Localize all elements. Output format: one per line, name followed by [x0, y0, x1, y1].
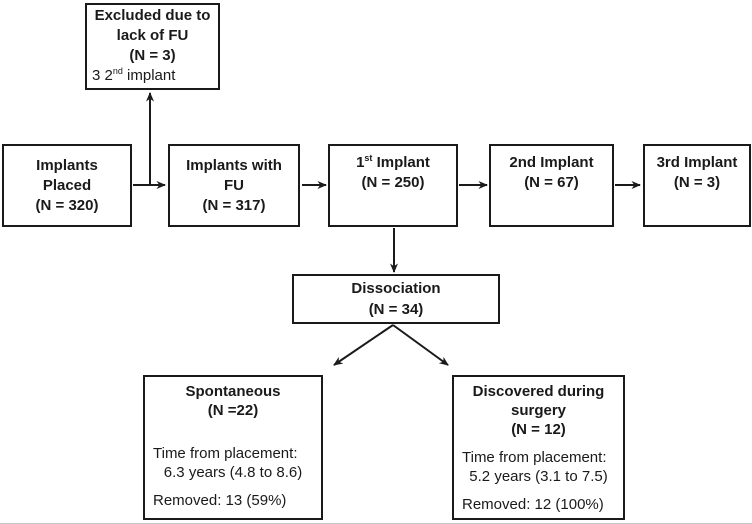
- dissociation-count: (N = 34): [368, 301, 424, 318]
- spontaneous-title: Spontaneous: [185, 383, 281, 400]
- spontaneous-count: (N =22): [207, 402, 259, 419]
- discovered-title-line1: Discovered during: [472, 383, 605, 400]
- spacer: [145, 420, 321, 444]
- second-implant-title: 2nd Implant: [509, 154, 594, 171]
- implants-placed-line1: Implants: [36, 156, 98, 174]
- implants-with-fu-box: Implants with FU (N = 317): [168, 144, 300, 227]
- implants-with-fu-line2: FU: [224, 176, 244, 194]
- discovered-count: (N = 12): [511, 421, 566, 438]
- first-implant-box: 1st Implant (N = 250): [328, 144, 458, 227]
- discovered-time-value: 5.2 years (3.1 to 7.5): [469, 468, 608, 485]
- discovered-box: Discovered during surgery (N = 12) Time …: [452, 375, 625, 520]
- dissociation-box: Dissociation (N = 34): [292, 274, 500, 324]
- excluded-note-suffix: implant: [122, 67, 176, 84]
- second-implant-box: 2nd Implant (N = 67): [489, 144, 614, 227]
- implants-placed-box: Implants Placed (N = 320): [2, 144, 132, 227]
- first-implant-superscript: st: [364, 153, 373, 163]
- implants-with-fu-count: (N = 317): [202, 196, 266, 214]
- spontaneous-time-value: 6.3 years (4.8 to 8.6): [163, 464, 303, 481]
- excluded-note: 3 2nd implant: [87, 66, 218, 86]
- dissociation-title: Dissociation: [351, 280, 441, 297]
- first-implant-number: 1: [356, 154, 365, 171]
- discovered-removed: Removed: 12 (100%): [462, 496, 604, 513]
- first-implant-label: Implant: [372, 154, 430, 171]
- second-implant-count: (N = 67): [524, 174, 579, 191]
- arrow-dissociation-to-spontaneous: [333, 324, 394, 366]
- implants-placed-line2: Placed: [42, 176, 92, 194]
- spacer: [145, 482, 321, 491]
- implants-placed-count: (N = 320): [35, 196, 99, 214]
- arrow-dissociation-to-discovered: [392, 324, 449, 366]
- third-implant-count: (N = 3): [673, 174, 721, 191]
- excluded-count: (N = 3): [129, 47, 176, 64]
- excluded-title-line1: Excluded due to: [94, 7, 211, 24]
- spacer: [454, 486, 623, 495]
- discovered-title-line2: surgery: [510, 402, 567, 419]
- spontaneous-time-label: Time from placement:: [153, 445, 298, 462]
- excluded-note-prefix: 3 2: [92, 67, 113, 84]
- implants-with-fu-line1: Implants with: [186, 156, 282, 174]
- spontaneous-removed: Removed: 13 (59%): [153, 492, 287, 509]
- spacer: [454, 439, 623, 448]
- first-implant-count: (N = 250): [361, 174, 425, 191]
- first-implant-title: 1st Implant: [330, 153, 456, 173]
- excluded-note-superscript: nd: [112, 66, 123, 76]
- spontaneous-box: Spontaneous (N =22) Time from placement:…: [143, 375, 323, 520]
- discovered-time-label: Time from placement:: [462, 449, 607, 466]
- third-implant-title: 3rd Implant: [656, 154, 738, 171]
- third-implant-box: 3rd Implant (N = 3): [643, 144, 751, 227]
- excluded-box: Excluded due to lack of FU (N = 3) 3 2nd…: [85, 3, 220, 90]
- excluded-title-line2: lack of FU: [116, 27, 189, 44]
